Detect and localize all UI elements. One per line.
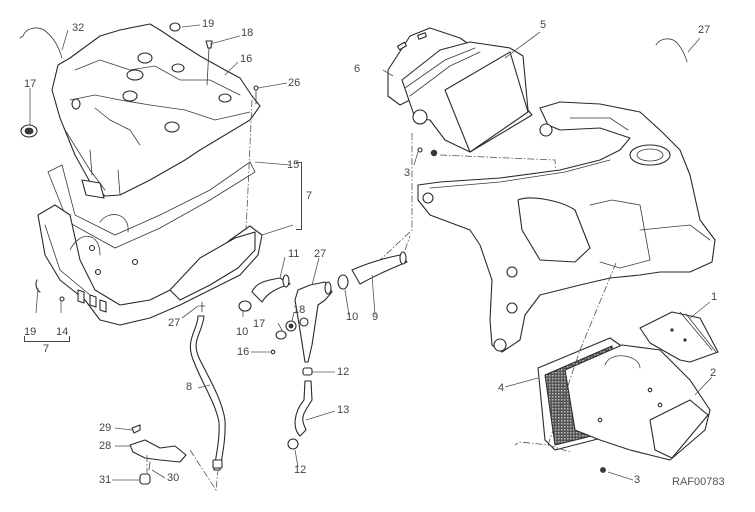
callout-2: 2 (710, 367, 717, 379)
clamp-12b (287, 438, 299, 450)
hose-11 (251, 274, 291, 303)
intake-hose-9 (351, 251, 408, 285)
assembly-line (404, 235, 411, 251)
callout-7-right: 7 (306, 190, 313, 202)
callout-4: 4 (498, 382, 505, 394)
group-bracket-7 (296, 162, 302, 230)
callout-22: 18 (241, 27, 254, 39)
breather-separator-25 (294, 281, 333, 363)
callout-26: 27 (698, 24, 711, 36)
assembly-line (189, 449, 219, 492)
callout-11: 11 (288, 248, 300, 260)
clamp-12a (302, 367, 313, 376)
callout-23: 19 (202, 18, 215, 30)
callout-16: 18 (293, 304, 306, 316)
callout-13: 13 (337, 404, 350, 416)
washer-15 (275, 330, 287, 340)
callout-15: 17 (253, 318, 266, 330)
frame (417, 101, 716, 353)
callout-9: 9 (372, 311, 379, 323)
callout-19: 15 (287, 159, 300, 171)
grommet-21 (20, 124, 38, 138)
callout-20: 16 (240, 53, 253, 65)
callout-27: 27 (168, 317, 181, 329)
airbox-lower-housing (37, 204, 263, 326)
clamp-10a (238, 300, 252, 312)
bracket-29 (131, 424, 141, 434)
callout-30: 30 (167, 472, 180, 484)
callout-10-right: 10 (346, 311, 359, 323)
callout-8: 8 (186, 381, 193, 393)
breather-hose-8 (189, 315, 226, 471)
nut-23 (169, 22, 181, 32)
hose-13 (294, 380, 313, 437)
callout-32: 32 (72, 22, 85, 34)
assembly-line (379, 133, 413, 261)
screw-3b (600, 467, 606, 473)
bracket-1 (639, 311, 719, 363)
callout-28: 28 (99, 440, 112, 452)
callout-12-lower: 12 (294, 464, 307, 476)
callout-7-bottom: 7 (43, 343, 50, 355)
grommet-16 (285, 320, 297, 332)
bracket-28 (129, 439, 187, 463)
assembly-line (514, 262, 617, 453)
callout-1: 1 (711, 291, 718, 303)
clamp-10b (337, 274, 349, 290)
fitting-27 (198, 301, 206, 313)
callout-17: 19 (24, 326, 37, 338)
callout-18: 14 (56, 326, 69, 338)
clip-32 (19, 27, 63, 59)
callout-24: 26 (288, 77, 301, 89)
callout-25: 27 (314, 248, 327, 260)
callout-14: 16 (237, 346, 250, 358)
callout-12-upper: 12 (337, 366, 350, 378)
screw-14 (270, 349, 276, 355)
intake-duct-2 (564, 344, 711, 461)
grommet-31 (139, 473, 151, 485)
diagram-reference-code: RAF00783 (672, 476, 725, 488)
callout-3-lower: 3 (634, 474, 641, 486)
callout-29: 29 (99, 422, 112, 434)
screw-30 (148, 461, 151, 471)
screw-3a (417, 147, 438, 157)
callout-5: 5 (540, 19, 547, 31)
leader-lines (29, 24, 713, 481)
callout-6: 6 (354, 63, 361, 75)
air-intake-5 (401, 41, 533, 153)
group-bracket-7-bottom (24, 336, 70, 342)
callout-31: 31 (99, 474, 112, 486)
screw-22 (205, 40, 213, 86)
airbox-seal (47, 161, 256, 249)
callout-21: 17 (24, 78, 37, 90)
airbox-upper-cover (51, 23, 261, 199)
clip-26 (655, 38, 688, 63)
callout-10-left: 10 (236, 326, 249, 338)
assembly-line (245, 99, 253, 231)
clip-17 (35, 279, 41, 293)
callout-3-upper: 3 (404, 167, 411, 179)
